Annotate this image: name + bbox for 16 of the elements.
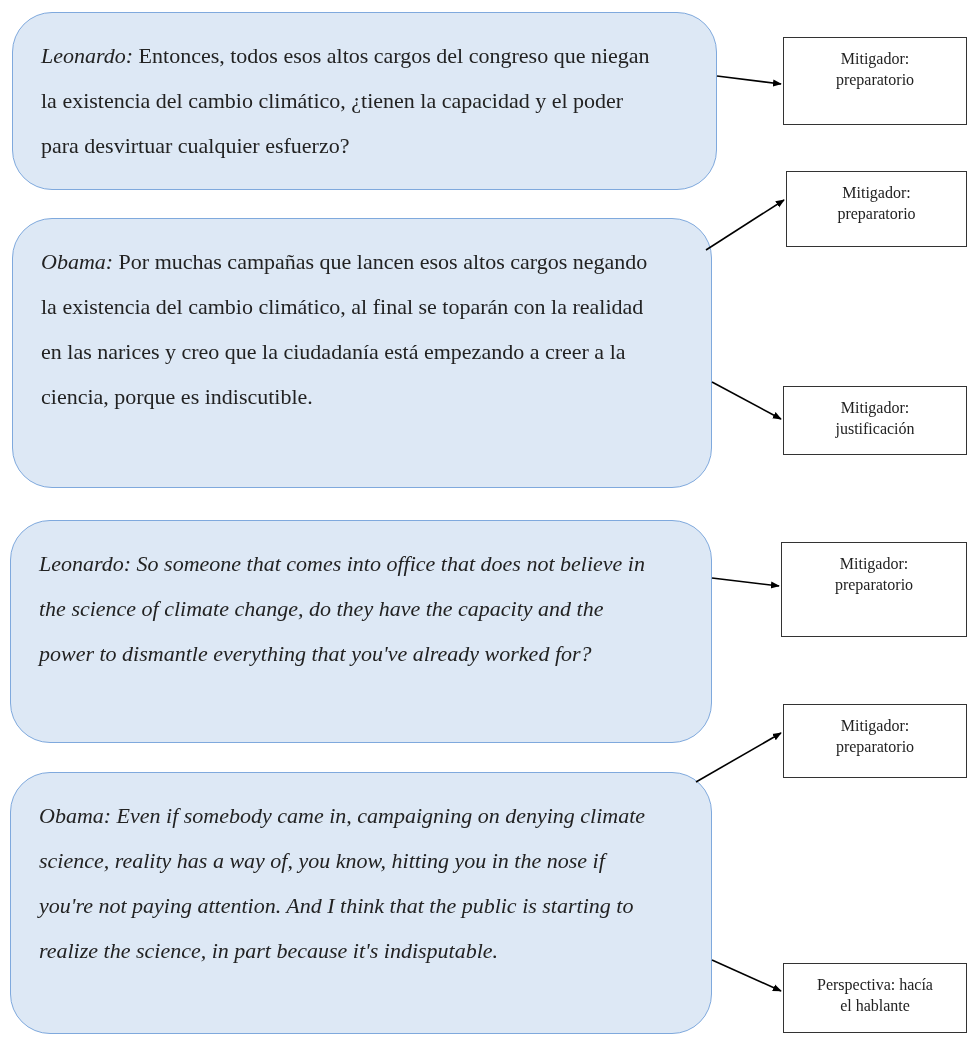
arrow: [711, 577, 780, 589]
arrow: [716, 75, 782, 87]
label-box: Mitigador: preparatorio: [783, 37, 967, 125]
arrow: [711, 959, 782, 992]
label-box: Mitigador: preparatorio: [786, 171, 967, 247]
arrow: [705, 199, 785, 251]
label-box: Mitigador: preparatorio: [783, 704, 967, 778]
speech-bubble: Leonardo: So someone that comes into office that does not believe in the science of climate change, do they have the capacity and the power to dismantle everything that you've already worked for?: [10, 520, 712, 743]
speech-bubble: Leonardo: Entonces, todos esos altos cargos del congreso que niegan la existencia del cambio climático, ¿tienen la capacidad y el poder para desvirtuar cualquier esfuerzo?: [12, 12, 717, 190]
arrow: [711, 381, 782, 420]
speech-bubble: Obama: Por muchas campañas que lancen esos altos cargos negando la existencia del cambio climático, al final se toparán con la realidad en las narices y creo que la ciudadanía está empezando a creer a la ciencia, porque es indiscutible.: [12, 218, 712, 488]
arrow: [695, 732, 782, 783]
label-box: Perspectiva: hacía el hablante: [783, 963, 967, 1033]
speech-bubble: Obama: Even if somebody came in, campaigning on denying climate science, reality has a way of, you know, hitting you in the nose if you're not paying attention. And I think that the public is starting to realize the science, in part because it's indisputable.: [10, 772, 712, 1034]
label-box: Mitigador: preparatorio: [781, 542, 967, 637]
label-box: Mitigador: justificación: [783, 386, 967, 455]
